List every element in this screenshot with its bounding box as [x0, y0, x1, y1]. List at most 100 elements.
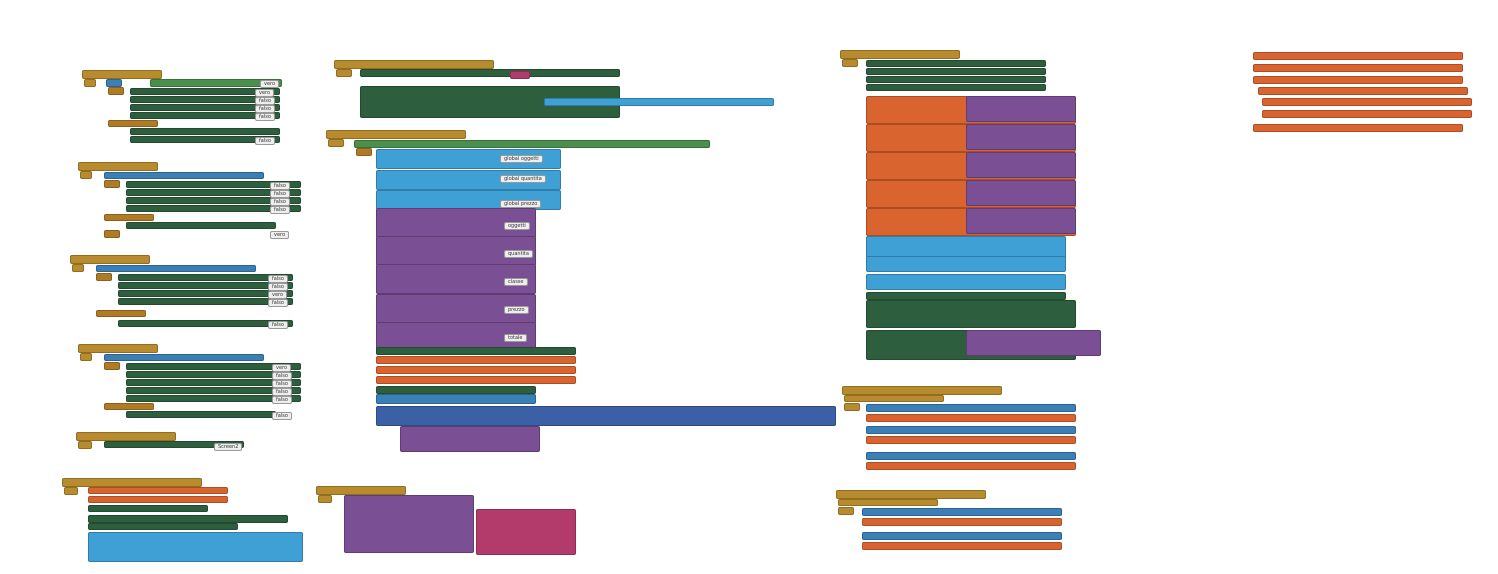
value-pill-17[interactable]: falso: [272, 372, 292, 380]
value-pill-16[interactable]: vero: [272, 364, 292, 372]
block-104[interactable]: [866, 292, 1066, 300]
block-103[interactable]: [866, 274, 1066, 290]
block-107[interactable]: [966, 330, 1101, 356]
value-pill-13[interactable]: vero: [268, 291, 288, 299]
value-pill-3[interactable]: falso: [255, 105, 275, 113]
block-109[interactable]: [844, 395, 944, 402]
block-118[interactable]: [838, 499, 938, 506]
block-39[interactable]: [126, 379, 301, 386]
block-33[interactable]: [78, 344, 158, 353]
block-65[interactable]: [376, 149, 561, 169]
value-pill-26[interactable]: oggetti: [504, 222, 530, 230]
block-75[interactable]: [376, 366, 576, 374]
block-35[interactable]: [104, 354, 264, 361]
value-pill-6[interactable]: falso: [270, 182, 290, 190]
block-60[interactable]: [510, 71, 530, 79]
block-27[interactable]: [118, 274, 293, 281]
block-125[interactable]: [1253, 64, 1463, 72]
block-81[interactable]: [316, 486, 406, 495]
value-pill-23[interactable]: global oggetti: [500, 155, 543, 163]
value-pill-15[interactable]: falso: [268, 321, 288, 329]
block-48[interactable]: [64, 487, 78, 495]
block-1[interactable]: [84, 79, 96, 87]
value-pill-29[interactable]: prezzo: [504, 306, 529, 314]
block-79[interactable]: [376, 406, 836, 426]
block-25[interactable]: [96, 265, 256, 272]
block-76[interactable]: [376, 376, 576, 384]
block-130[interactable]: [1253, 124, 1463, 132]
block-61[interactable]: [326, 130, 466, 139]
value-pill-25[interactable]: global prezzo: [500, 200, 542, 208]
block-10[interactable]: [130, 128, 280, 135]
value-pill-22[interactable]: Screen2: [214, 443, 243, 451]
block-100[interactable]: [966, 208, 1076, 234]
block-73[interactable]: [376, 347, 576, 355]
block-124[interactable]: [1253, 52, 1463, 60]
block-22[interactable]: [104, 230, 120, 238]
block-19[interactable]: [126, 205, 301, 212]
block-84[interactable]: [476, 509, 576, 555]
block-47[interactable]: [62, 478, 202, 487]
block-122[interactable]: [862, 532, 1062, 540]
block-8[interactable]: [130, 112, 280, 119]
block-105[interactable]: [866, 300, 1076, 328]
block-44[interactable]: [76, 432, 176, 441]
block-64[interactable]: [356, 148, 372, 156]
block-102[interactable]: [866, 256, 1066, 272]
block-7[interactable]: [130, 104, 280, 111]
block-31[interactable]: [96, 310, 146, 317]
block-52[interactable]: [88, 515, 288, 523]
value-pill-8[interactable]: falso: [270, 198, 290, 206]
block-14[interactable]: [104, 172, 264, 179]
block-123[interactable]: [862, 542, 1062, 550]
block-56[interactable]: [336, 69, 352, 77]
block-0[interactable]: [82, 70, 162, 79]
value-pill-9[interactable]: falso: [270, 206, 290, 214]
value-pill-4[interactable]: falso: [255, 113, 275, 121]
block-34[interactable]: [80, 353, 92, 361]
block-126[interactable]: [1253, 76, 1463, 84]
block-111[interactable]: [866, 404, 1076, 412]
block-80[interactable]: [400, 426, 540, 452]
block-51[interactable]: [88, 505, 208, 512]
value-pill-12[interactable]: falso: [268, 283, 288, 291]
value-pill-24[interactable]: global quantita: [500, 175, 546, 183]
block-115[interactable]: [866, 452, 1076, 460]
block-88[interactable]: [866, 68, 1046, 75]
block-13[interactable]: [80, 171, 92, 179]
block-96[interactable]: [966, 96, 1076, 122]
block-45[interactable]: [78, 441, 92, 449]
block-46[interactable]: [104, 441, 244, 448]
block-37[interactable]: [126, 363, 301, 370]
block-43[interactable]: [126, 411, 276, 418]
block-119[interactable]: [838, 507, 854, 515]
block-9[interactable]: [108, 120, 158, 127]
value-pill-5[interactable]: falso: [255, 137, 275, 145]
block-97[interactable]: [966, 124, 1076, 150]
value-pill-7[interactable]: falso: [270, 190, 290, 198]
block-82[interactable]: [318, 495, 332, 503]
block-18[interactable]: [126, 197, 301, 204]
block-28[interactable]: [118, 282, 293, 289]
block-54[interactable]: [88, 532, 303, 562]
block-20[interactable]: [104, 214, 154, 221]
block-121[interactable]: [862, 518, 1062, 526]
block-114[interactable]: [866, 436, 1076, 444]
block-128[interactable]: [1262, 98, 1472, 106]
block-87[interactable]: [866, 60, 1046, 67]
block-55[interactable]: [334, 60, 494, 69]
block-42[interactable]: [104, 403, 154, 410]
block-4[interactable]: [108, 87, 124, 95]
value-pill-20[interactable]: falso: [272, 396, 292, 404]
block-77[interactable]: [376, 386, 536, 394]
block-36[interactable]: [104, 362, 120, 370]
value-pill-18[interactable]: falso: [272, 380, 292, 388]
value-pill-21[interactable]: falso: [272, 412, 292, 420]
block-30[interactable]: [118, 298, 293, 305]
block-108[interactable]: [842, 386, 1002, 395]
block-101[interactable]: [866, 236, 1066, 258]
value-pill-11[interactable]: falso: [268, 275, 288, 283]
block-3[interactable]: [150, 79, 282, 87]
block-50[interactable]: [88, 496, 228, 503]
